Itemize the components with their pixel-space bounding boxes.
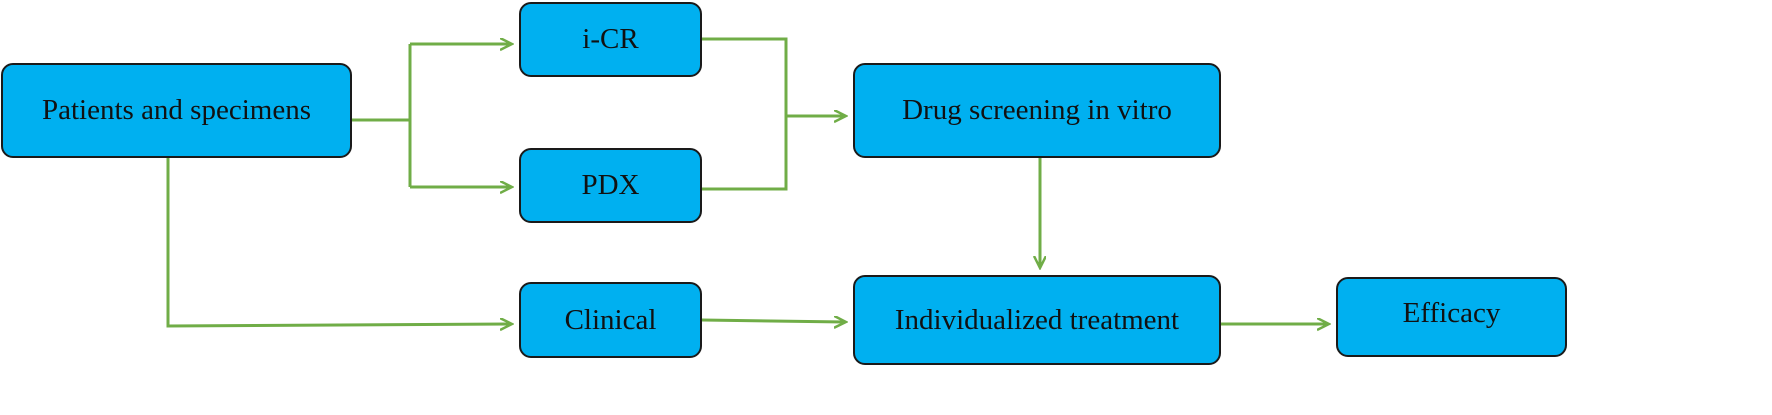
patients-specimens-label: Patients and specimens	[41, 94, 311, 126]
pdx-box: PDX	[519, 148, 702, 223]
clinical-box: Clinical	[519, 282, 702, 358]
efficacy-label: Efficacy	[1402, 296, 1501, 329]
edge-patients-to-clinical	[166, 158, 511, 326]
drug-screening-label: Drug screening in vitro	[902, 94, 1172, 126]
patients-specimens-box: Patients and specimens	[1, 63, 352, 158]
individualized-treatment-label: Individualized treatment	[894, 303, 1180, 336]
individualized-treatment-box: Individualized treatment	[853, 275, 1221, 365]
edge-icr-to-merge	[702, 37, 788, 191]
icr-label: i-CR	[582, 23, 639, 55]
drug-screening-box: Drug screening in vitro	[853, 63, 1221, 158]
icr-box: i-CR	[519, 2, 702, 77]
efficacy-box: Efficacy	[1336, 277, 1567, 357]
pdx-label: PDX	[581, 169, 640, 201]
clinical-label: Clinical	[564, 303, 657, 336]
edge-clinical-to-individualized	[701, 320, 845, 322]
